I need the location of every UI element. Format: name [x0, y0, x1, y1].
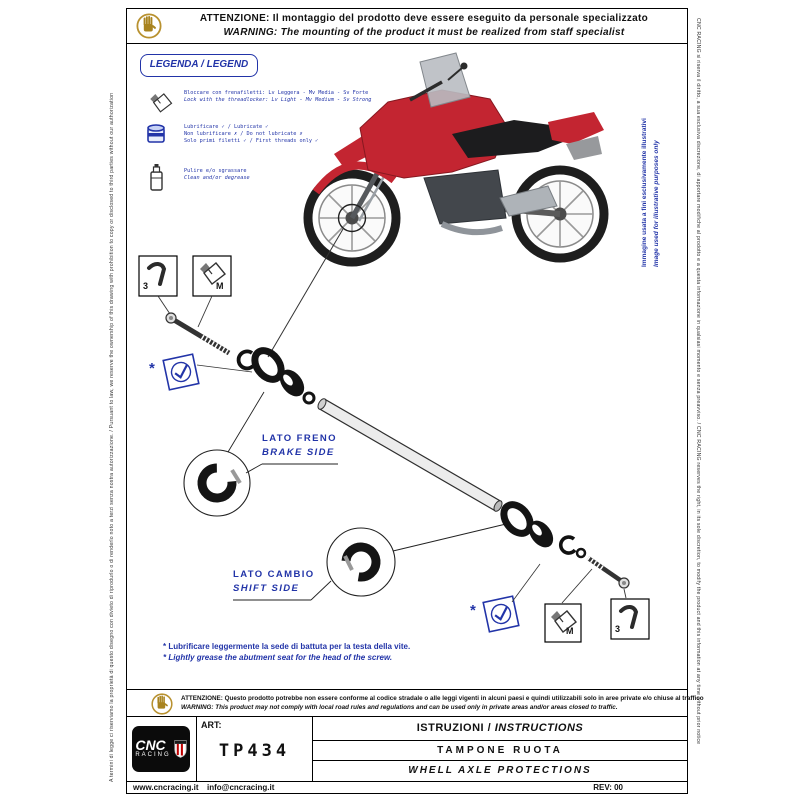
logo-text-cnc: CNC	[135, 737, 166, 753]
legend-clean-it: Pulire e/o sgrassare	[184, 168, 247, 174]
instructions-header-it: ISTRUZIONI /	[416, 722, 492, 734]
logo-shield-icon	[174, 740, 187, 758]
legend-lubricate-line3: Solo primi filetti ✓ / First threads onl…	[184, 138, 319, 144]
grease-note-it: * Lubrificare leggermente la sede di bat…	[163, 642, 411, 651]
legend-threadlocker-it: Bloccare con frenafiletti: Lv Leggera - …	[184, 90, 369, 96]
legend-lubricate-line1: Lubrificare ✓ / Lubricate ✓	[184, 124, 269, 130]
top-warning-it: ATTENZIONE: Il montaggio del prodotto de…	[199, 13, 649, 24]
brake-side-en: BRAKE SIDE	[262, 447, 335, 458]
warning-hand-icon	[136, 13, 162, 39]
legend-clean-en: Clean and/or degrease	[184, 175, 250, 181]
illustrative-note-en: Image used for illustrative purposes onl…	[653, 140, 660, 267]
left-margin-legal-note: A termini di legge ci riserviamo la prop…	[109, 92, 115, 782]
brake-side-label: LATO FRENO BRAKE SIDE	[262, 432, 337, 460]
right-margin-legal-note: CNC RACING si riserva il diritto, a sua …	[695, 18, 701, 745]
threadlocker-grade-label-right: M	[566, 626, 574, 636]
grease-notes: * Lubrificare leggermente la sede di bat…	[163, 641, 410, 663]
top-warning-text: ATTENZIONE: Il montaggio del prodotto de…	[169, 12, 679, 40]
contact-bar: www.cncracing.it info@cncracing.it REV: …	[127, 781, 687, 794]
bottom-warning-text: ATTENZIONE: Questo prodotto potrebbe non…	[181, 694, 704, 712]
instructions-header-en: INSTRUCTIONS	[494, 722, 584, 734]
revision: REV: 00	[593, 783, 623, 792]
email: info@cncracing.it	[207, 783, 275, 792]
threadlocker-grade-label-left: M	[216, 281, 224, 291]
illustrative-note-it: Immagine usata a fini esclusivamente ill…	[641, 118, 648, 267]
top-warning-banner: ATTENZIONE: Il montaggio del prodotto de…	[127, 9, 687, 44]
shift-side-en: SHIFT SIDE	[233, 583, 300, 594]
article-cell: ART: TP434	[197, 717, 313, 781]
legend-item-clean: Pulire e/o sgrassare Clean and/or degrea…	[184, 168, 250, 182]
bottom-warning-en: WARNING: This product may not comply wit…	[181, 704, 618, 711]
allen-size-label-right: 3	[615, 624, 621, 634]
legend-lubricate-line2: Non lubrificare ✗ / Do not lubricate ✗	[184, 131, 303, 137]
legend-item-lubricate: Lubrificare ✓ / Lubricate ✓ Non lubrific…	[184, 124, 318, 145]
article-number: TP434	[218, 741, 291, 761]
product-name-it: TAMPONE RUOTA	[313, 741, 687, 761]
shift-side-label: LATO CAMBIO SHIFT SIDE	[233, 568, 315, 596]
logo-cell: CNC RACING	[127, 717, 197, 781]
legend-threadlocker-en: Lock with the threadlocker: Lv Light - M…	[184, 97, 372, 103]
legend-title: LEGENDA / LEGEND	[140, 54, 258, 77]
brake-side-it: LATO FRENO	[262, 433, 337, 444]
website: www.cncracing.it	[133, 783, 199, 792]
grease-note-en: * Lightly grease the abutment seat for t…	[163, 653, 393, 662]
bottom-warning-strip: ATTENZIONE: Questo prodotto potrebbe non…	[127, 689, 704, 717]
allen-size-label-left: 3	[143, 281, 149, 291]
bottom-warning-it: ATTENZIONE: Questo prodotto potrebbe non…	[181, 695, 704, 702]
instructions-cell: ISTRUZIONI / INSTRUCTIONS TAMPONE RUOTA …	[313, 717, 687, 781]
grease-asterisk-right: *	[470, 602, 476, 619]
product-name-en: WHELL AXLE PROTECTIONS	[408, 765, 592, 776]
title-block: CNC RACING ART: TP434 ISTRUZION	[127, 717, 687, 781]
logo-text-racing: RACING	[135, 752, 171, 758]
cnc-racing-logo: CNC RACING	[132, 726, 190, 772]
grease-asterisk-left: *	[149, 360, 155, 377]
instructions-header: ISTRUZIONI / INSTRUCTIONS	[313, 717, 687, 741]
top-warning-en: WARNING: The mounting of the product it …	[223, 27, 625, 38]
legend-item-threadlocker: Bloccare con frenafiletti: Lv Leggera - …	[184, 90, 371, 104]
article-label: ART:	[201, 720, 222, 730]
warning-hand-icon	[151, 693, 173, 715]
shift-side-it: LATO CAMBIO	[233, 569, 315, 580]
